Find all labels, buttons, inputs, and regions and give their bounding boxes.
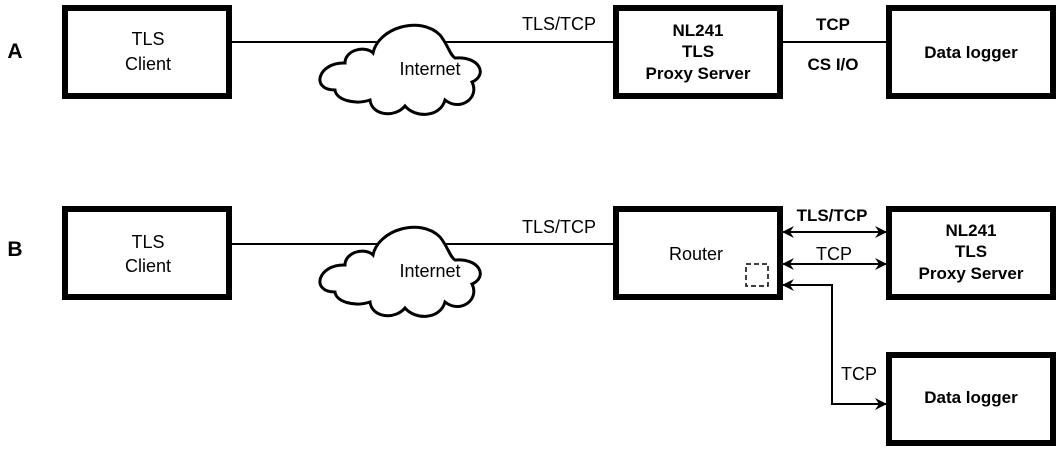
proxy-label-line3: Proxy Server xyxy=(919,264,1024,283)
router-port-icon xyxy=(745,263,769,287)
panel-b-label: B xyxy=(7,238,22,261)
router-label: Router xyxy=(669,244,723,264)
data-logger-box: Data logger xyxy=(886,352,1056,446)
internet-label: Internet xyxy=(399,261,460,281)
proxy-label-line1: NL241 xyxy=(945,221,996,240)
client-box: TLS Client xyxy=(62,206,232,300)
proxy-label-line3: Proxy Server xyxy=(646,64,751,83)
router-box: Router xyxy=(613,206,783,300)
link-label-tcp: TCP xyxy=(816,244,852,264)
panel-a: A TLS Client Internet TLS/TCP NL241 TLS … xyxy=(7,5,1056,116)
proxy-server-box: NL241 TLS Proxy Server xyxy=(613,5,783,99)
arrow-router-logger xyxy=(782,279,887,410)
link-label-cs-io: CS I/O xyxy=(807,55,858,74)
proxy-server-box: NL241 TLS Proxy Server xyxy=(886,206,1056,300)
proxy-label-line2: TLS xyxy=(682,42,714,61)
panel-b: B TLS Client Internet TLS/TCP Router TLS… xyxy=(7,206,1056,446)
link-label-tls-tcp: TLS/TCP xyxy=(522,217,596,237)
data-logger-label: Data logger xyxy=(924,388,1018,407)
client-label-line1: TLS xyxy=(131,232,164,252)
client-box: TLS Client xyxy=(62,5,232,99)
internet-cloud: Internet xyxy=(318,225,482,318)
internet-label: Internet xyxy=(399,59,460,79)
link-label-tcp: TCP xyxy=(816,15,850,34)
data-logger-box: Data logger xyxy=(886,5,1056,99)
client-label-line2: Client xyxy=(125,256,171,276)
proxy-label-line1: NL241 xyxy=(672,21,723,40)
client-label-line2: Client xyxy=(125,54,171,74)
link-label-tls-tcp-2: TLS/TCP xyxy=(797,206,868,225)
proxy-label-line2: TLS xyxy=(955,242,987,261)
link-label-tls-tcp: TLS/TCP xyxy=(522,14,596,34)
client-label-line1: TLS xyxy=(131,29,164,49)
internet-cloud: Internet xyxy=(318,23,482,116)
link-label-tcp-logger: TCP xyxy=(841,364,877,384)
panel-a-label: A xyxy=(7,40,22,63)
data-logger-label: Data logger xyxy=(924,43,1018,62)
